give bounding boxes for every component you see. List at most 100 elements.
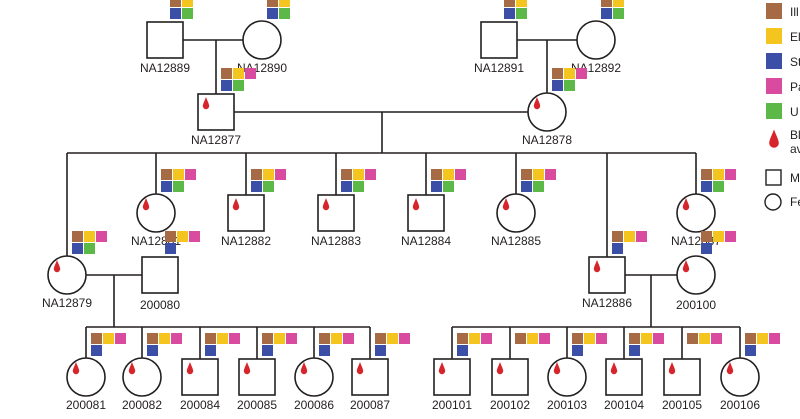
brown-tag <box>572 333 583 344</box>
individual-label: NA12889 <box>140 61 190 75</box>
pink-tag <box>286 333 297 344</box>
blue-tag <box>341 181 352 192</box>
individual-label: NA12890 <box>237 61 287 75</box>
male-symbol <box>351 358 389 396</box>
individual-NA12892: NA12892 <box>571 0 624 75</box>
blood-drop-icon <box>682 260 690 273</box>
individual-label: 200085 <box>237 398 277 412</box>
female-symbol <box>496 193 536 233</box>
individual-NA12878: NA12878 <box>522 68 587 147</box>
male-symbol <box>491 358 529 396</box>
individual-label: 200104 <box>604 398 644 412</box>
blood-drop-icon <box>682 198 690 211</box>
female-symbol <box>676 193 716 233</box>
brown-tag <box>629 333 640 344</box>
green-tag <box>173 181 184 192</box>
blood-drop-icon <box>300 362 308 375</box>
individual-200100: 200100 <box>676 231 736 312</box>
blue-tag <box>701 243 712 254</box>
brown-tag <box>375 333 386 344</box>
individual-200085: 200085 <box>237 333 297 412</box>
blood-drop-icon <box>243 362 251 375</box>
blood-drop-icon <box>553 362 561 375</box>
individual-label: NA12891 <box>474 61 524 75</box>
male-symbol <box>605 358 643 396</box>
brown-tag <box>521 169 532 180</box>
green-tag <box>613 8 624 19</box>
green-tag <box>353 181 364 192</box>
yellow-tag <box>331 333 342 344</box>
yellow-tag <box>533 169 544 180</box>
individual-label: 200101 <box>432 398 472 412</box>
blood-drop-icon <box>496 362 504 375</box>
individual-NA12877: NA12877 <box>191 68 256 147</box>
blue-tag <box>319 345 330 356</box>
yellow-tag <box>84 231 95 242</box>
individual-NA12885: NA12885 <box>491 169 556 248</box>
green-tag <box>443 181 454 192</box>
blue-tag <box>251 181 262 192</box>
legend-label: St <box>790 55 800 69</box>
pink-tag <box>725 169 736 180</box>
female-symbol <box>66 357 106 397</box>
green-tag <box>516 8 527 19</box>
male-symbol <box>238 358 276 396</box>
male-symbol <box>317 194 355 232</box>
brown-tag <box>170 0 181 7</box>
female-symbol <box>547 357 587 397</box>
brown-tag <box>262 333 273 344</box>
blue-tag <box>262 345 273 356</box>
blood-drop-icon <box>769 129 779 148</box>
yellow-tag <box>177 231 188 242</box>
pink-tag <box>275 169 286 180</box>
blood-drop-icon <box>142 198 150 211</box>
green-tag <box>279 8 290 19</box>
yellow-tag <box>469 333 480 344</box>
legend-item-pa: Pa <box>766 78 800 94</box>
brown-tag <box>147 333 158 344</box>
yellow-tag <box>584 333 595 344</box>
pink-tag <box>653 333 664 344</box>
individual-200082: 200082 <box>122 333 182 412</box>
legend-label: av <box>790 142 800 156</box>
yellow-tag <box>613 0 624 7</box>
pink-tag <box>343 333 354 344</box>
yellow-tag <box>279 0 290 7</box>
pink-tag <box>576 68 587 79</box>
pink-tag <box>711 333 722 344</box>
individual-200106: 200106 <box>720 333 780 412</box>
yellow-tag <box>233 68 244 79</box>
individual-label: 200102 <box>490 398 530 412</box>
legend-label: Bl <box>790 128 800 142</box>
pink-tag <box>115 333 126 344</box>
individual-label: NA12882 <box>221 234 271 248</box>
blue-tag <box>601 8 612 19</box>
individual-200087: 200087 <box>350 333 410 412</box>
legend-item-ill: Ill <box>766 3 799 19</box>
individual-NA12890: NA12890 <box>237 0 290 75</box>
individual-200104: 200104 <box>604 333 664 412</box>
individual-200105: 200105 <box>662 333 722 412</box>
yellow-tag <box>699 333 710 344</box>
brown-tag <box>552 68 563 79</box>
female-symbol <box>720 357 760 397</box>
brown-tag <box>515 333 526 344</box>
blood-drop-icon <box>533 97 541 110</box>
individual-200080: 200080 <box>140 231 200 312</box>
brown-tag <box>319 333 330 344</box>
individual-label: NA12885 <box>491 234 541 248</box>
blue-tag <box>205 345 216 356</box>
blood-drop-icon <box>72 362 80 375</box>
blood-drop-icon <box>593 260 601 273</box>
pink-tag <box>545 169 556 180</box>
blood-drop-icon <box>610 362 618 375</box>
blue-tag <box>629 345 640 356</box>
brown-tag <box>251 169 262 180</box>
yellow-tag <box>103 333 114 344</box>
individual-200086: 200086 <box>294 333 354 412</box>
female-symbol <box>527 92 567 132</box>
legend-item-fe: Fe <box>764 193 800 211</box>
blue-tag <box>267 8 278 19</box>
individual-NA12884: NA12884 <box>401 169 466 248</box>
pink-tag <box>365 169 376 180</box>
